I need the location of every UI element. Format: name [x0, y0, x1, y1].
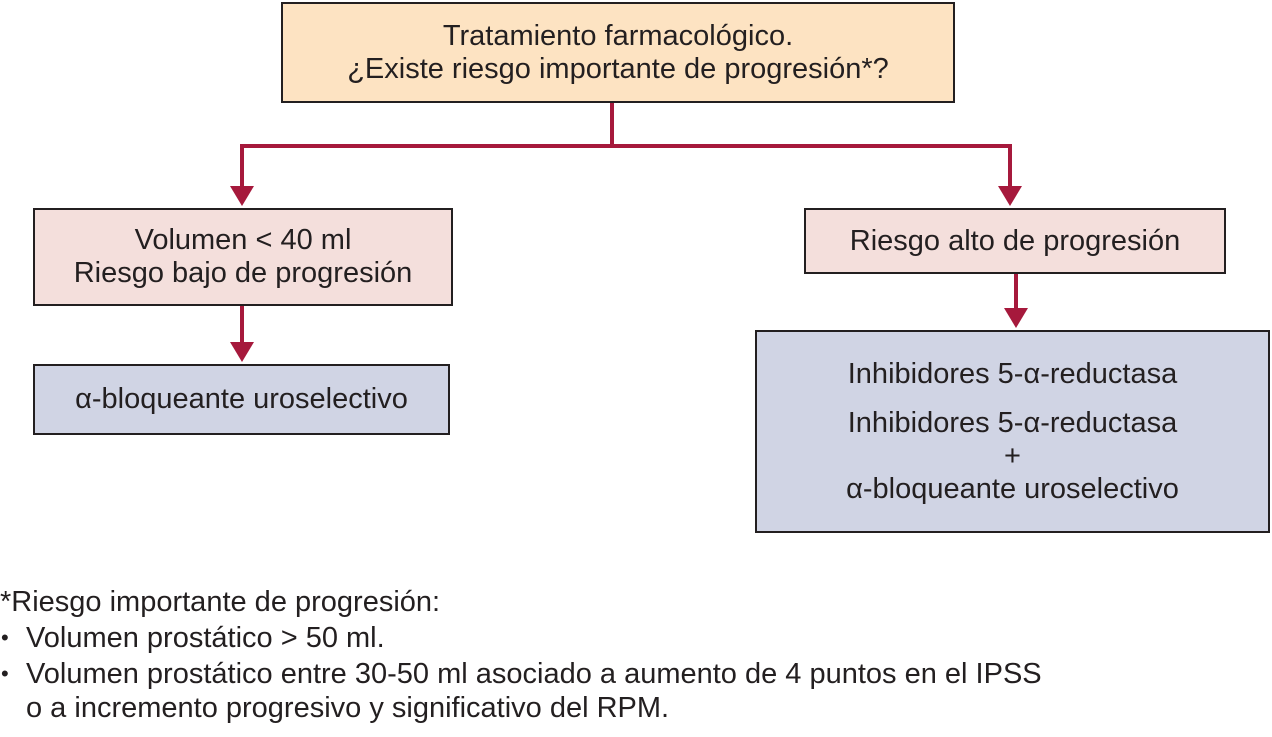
low-risk-condition-box: Volumen < 40 ml Riesgo bajo de progresió…: [33, 208, 453, 306]
footnote-item-2: • Volumen prostático entre 30-50 ml asoc…: [0, 657, 1272, 725]
high-risk-option-2-line2: α-bloqueante uroselectivo: [846, 472, 1179, 505]
footnote-heading: *Riesgo importante de progresión:: [0, 586, 441, 618]
arrow-to-right-condition: [998, 186, 1022, 206]
high-risk-option-1: Inhibidores 5-α-reductasa: [847, 357, 1178, 390]
footnote-item-1-text: Volumen prostático > 50 ml.: [26, 622, 385, 654]
question-title: Tratamiento farmacológico.: [442, 19, 794, 52]
arrow-to-left-treatment: [230, 342, 254, 362]
high-risk-option-2-line1: Inhibidores 5-α-reductasa: [847, 406, 1178, 439]
arrow-to-right-treatment: [1004, 308, 1028, 328]
question-text: ¿Existe riesgo importante de progresión*…: [347, 52, 889, 85]
question-box: Tratamiento farmacológico. ¿Existe riesg…: [281, 2, 955, 103]
footnote-item-2-line1: Volumen prostático entre 30-50 ml asocia…: [26, 658, 1042, 690]
low-risk-volume: Volumen < 40 ml: [134, 224, 352, 256]
high-risk-treatment-box: Inhibidores 5-α-reductasa Inhibidores 5-…: [755, 330, 1270, 533]
footnote-list: • Volumen prostático > 50 ml. • Volumen …: [0, 621, 1272, 725]
bullet-icon: •: [1, 661, 9, 686]
high-risk-option-2-plus: +: [1004, 439, 1021, 472]
low-risk-treatment: α-bloqueante uroselectivo: [75, 383, 408, 415]
low-risk-treatment-box: α-bloqueante uroselectivo: [33, 364, 450, 435]
high-risk-condition-box: Riesgo alto de progresión: [804, 208, 1226, 274]
footnote-item-2-line2: o a incremento progresivo y significativ…: [26, 692, 670, 724]
footnote: *Riesgo importante de progresión: • Volu…: [0, 585, 1272, 725]
bullet-icon: •: [1, 625, 9, 650]
arrow-to-left-condition: [230, 186, 254, 206]
low-risk-label: Riesgo bajo de progresión: [73, 257, 413, 289]
footnote-item-1: • Volumen prostático > 50 ml.: [0, 621, 1272, 655]
high-risk-label: Riesgo alto de progresión: [849, 224, 1181, 257]
